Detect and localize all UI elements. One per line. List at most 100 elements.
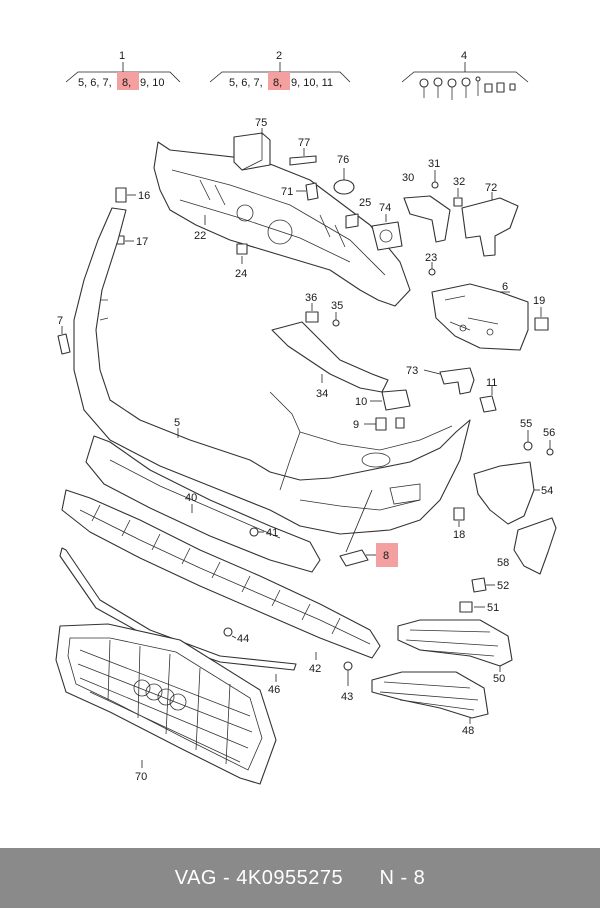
- group-2-bracket: 2 5, 6, 7, 8, 9, 10, 11: [209, 50, 351, 90]
- callout-34: 34: [316, 388, 328, 400]
- part-50-fog-grille: [397, 619, 513, 667]
- group-1-members-prefix: 5, 6, 7,: [78, 77, 112, 89]
- fastener-set-icon: [419, 76, 516, 100]
- callout-43: 43: [341, 691, 353, 703]
- callout-8: 8: [383, 550, 389, 562]
- callout-77: 77: [298, 137, 310, 149]
- callout-73: 73: [406, 365, 418, 377]
- part-8-highlight-box: [376, 543, 398, 567]
- callout-5: 5: [174, 417, 180, 429]
- group-4-bracket: 4: [401, 50, 529, 100]
- callout-11: 11: [486, 377, 497, 389]
- callout-23: 23: [425, 252, 437, 264]
- part-7-tow-cap: [57, 333, 71, 355]
- part-58-trim: [513, 517, 557, 575]
- parts-diagram: 1 5, 6, 7, 8, 9, 10 2 5, 6, 7, 8, 9, 10,…: [55, 50, 557, 785]
- callout-46: 46: [268, 684, 280, 696]
- part-74-radar-sensor: [371, 221, 403, 251]
- part-11-holder: [479, 395, 497, 413]
- group-2-members-suffix: 9, 10, 11: [291, 77, 333, 89]
- part-40-lower-trim: [85, 435, 321, 573]
- callout-50: 50: [493, 673, 505, 685]
- footer-brand: VAG: [174, 866, 217, 889]
- callout-76: 76: [337, 154, 349, 166]
- callout-16: 16: [138, 190, 150, 202]
- callout-75: 75: [255, 117, 267, 129]
- part-31-bolt: [431, 181, 439, 189]
- group-1-bracket: 1 5, 6, 7, 8, 9, 10: [65, 50, 181, 90]
- callout-24: 24: [235, 268, 247, 280]
- callout-58: 58: [497, 557, 509, 569]
- part-35-screw: [332, 319, 340, 327]
- callout-36: 36: [305, 292, 317, 304]
- part-30-bracket: [403, 195, 451, 243]
- part-44-screw: [223, 627, 233, 637]
- callout-72: 72: [485, 182, 497, 194]
- callout-54: 54: [541, 485, 553, 497]
- part-24-nut: [236, 243, 248, 255]
- part-9-sensor: [375, 417, 387, 431]
- part-52-clip: [471, 577, 487, 593]
- part-19-clip: [534, 317, 549, 331]
- callout-32: 32: [453, 176, 465, 188]
- part-48-fog-trim: [371, 671, 489, 719]
- callout-56: 56: [543, 427, 555, 439]
- part-77-strip: [289, 155, 317, 166]
- group-2-highlight-box: [268, 72, 290, 90]
- part-72-guide-bracket: [461, 197, 519, 257]
- carrier-crossmember: [153, 141, 411, 307]
- group-1-number: 1: [119, 50, 125, 62]
- footer-separator: -: [216, 866, 237, 889]
- part-42-lower-grille: [61, 489, 381, 659]
- footer-position: N - 8: [379, 866, 426, 889]
- part-43-screw: [343, 661, 353, 671]
- part-5-bumper-cover: [73, 207, 471, 535]
- group-2-number: 2: [276, 50, 282, 62]
- part-73-bracket: [439, 367, 475, 395]
- part-36-clip: [305, 311, 319, 323]
- part-51-nut: [459, 601, 473, 613]
- callout-19: 19: [533, 295, 545, 307]
- part-32-nut: [453, 197, 463, 207]
- footer-gap: [343, 867, 379, 890]
- callout-44: 44: [237, 633, 249, 645]
- callout-51: 51: [487, 602, 499, 614]
- callout-22: 22: [194, 230, 206, 242]
- part-54-side-guide: [473, 461, 535, 525]
- callout-9: 9: [353, 419, 359, 431]
- callout-35: 35: [331, 300, 343, 312]
- part-76-washer: [333, 179, 355, 195]
- part-6-side-bracket: [431, 283, 529, 351]
- group-1-highlight-box: [117, 72, 139, 90]
- callout-52: 52: [497, 580, 509, 592]
- callout-70: 70: [135, 771, 147, 783]
- group-2-members-highlight: 8,: [273, 77, 282, 89]
- group-2-members-prefix: 5, 6, 7,: [229, 77, 263, 89]
- callout-31: 31: [428, 158, 440, 170]
- part-71-clip: [305, 182, 319, 201]
- part-70-radiator-grille: [55, 623, 277, 785]
- part-23-bolt: [428, 268, 436, 276]
- group-1-members-suffix: 9, 10: [140, 77, 164, 89]
- callout-55: 55: [520, 418, 532, 430]
- part-10-sensor-bracket: [381, 389, 411, 411]
- part-41-screw: [249, 527, 259, 537]
- part-16-clip: [115, 187, 127, 203]
- footer-bar: VAG - 4K0955275 N - 8: [0, 848, 600, 908]
- callout-25: 25: [359, 197, 371, 209]
- callout-71: 71: [281, 186, 293, 198]
- part-55-screw: [523, 441, 533, 451]
- callout-41: 41: [266, 527, 278, 539]
- group-1-members-highlight: 8,: [122, 77, 131, 89]
- part-75-module: [233, 132, 271, 171]
- callout-40: 40: [185, 492, 197, 504]
- part-18-clip: [453, 507, 465, 521]
- callout-18: 18: [453, 529, 465, 541]
- group-4-number: 4: [461, 50, 467, 62]
- callout-10: 10: [355, 396, 367, 408]
- footer-part-number: 4K0955275: [236, 866, 344, 889]
- callout-6: 6: [502, 281, 508, 293]
- callout-7: 7: [57, 315, 63, 327]
- part-34-air-guide: [271, 321, 389, 393]
- part-25-clip: [345, 213, 359, 229]
